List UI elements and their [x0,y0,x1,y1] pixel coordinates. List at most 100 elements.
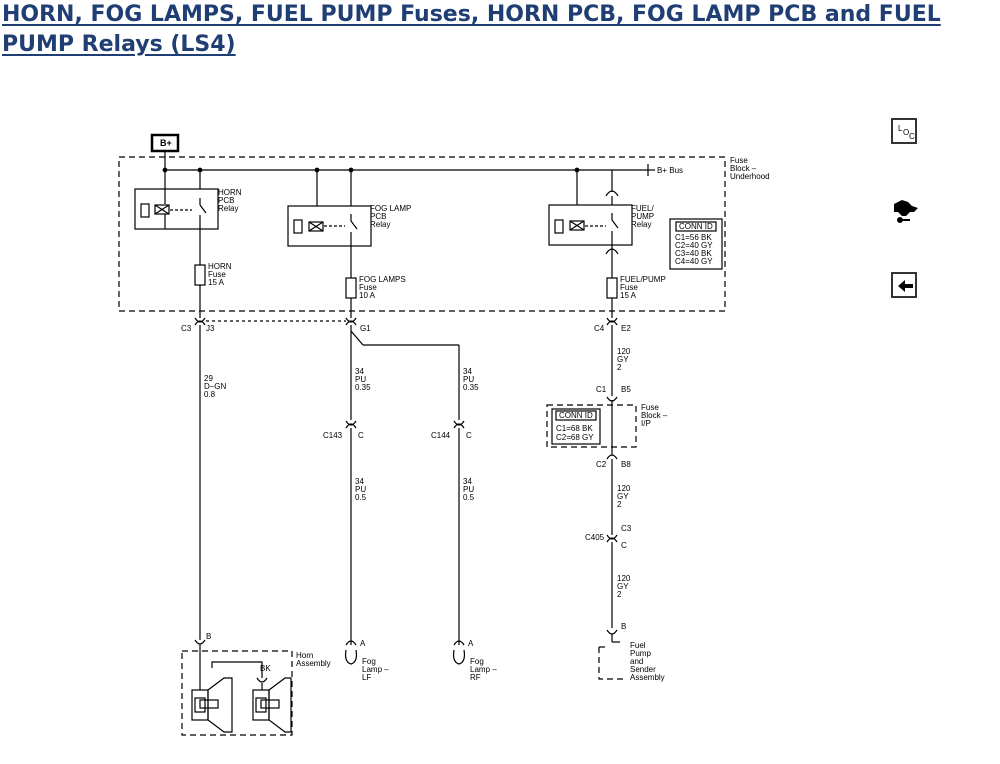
wire-fuel-3c: 2 [617,590,622,599]
fuse-block-underhood-outline [118,156,726,312]
fuse-block-underhood-3: Underhood [730,172,770,181]
conn-id-2-line-2: C2=68 GY [556,433,594,442]
wire-fog-lf-2a: 34 [355,477,364,486]
bplus-label: B+ [160,138,172,148]
horn-relay-1: HORN [218,188,242,197]
conn-id-1-line-2: C2=40 GY [675,241,713,250]
label-c144-pin: C [466,431,472,440]
fuse-block-underhood-1: Fuse [730,156,748,165]
component-view-icon[interactable] [890,196,920,226]
fuel-pump-relay [548,204,633,246]
horn-fuse-3: 15 A [208,278,225,287]
wire-fuel-2b: GY [617,492,629,501]
wire-horn-2: D–GN [204,382,226,391]
location-view-icon[interactable]: L O C [891,118,917,144]
conn-id-box-1 [669,218,723,270]
fuel-relay-3: Relay [631,220,651,229]
wire-fog-lf-1c: 0.35 [355,383,371,392]
horn-relay-3: Relay [218,204,238,213]
horn-bk: BK [260,664,271,673]
label-b8: B8 [621,460,631,469]
label-j3: J3 [206,324,215,333]
horn-assembly-outline [181,650,293,736]
label-c144: C144 [431,431,451,440]
fuse-block-ip-2: Block – [641,411,668,420]
fog-lf-1: Fog [362,657,376,666]
svg-text:C: C [909,132,915,141]
label-b5: B5 [621,385,631,394]
fuse-block-underhood-2: Block – [730,164,757,173]
fog-relay-3: Relay [370,220,390,229]
conn-id-1-line-4: C4=40 GY [675,257,713,266]
fuse-block-ip-1: Fuse [641,403,659,412]
back-arrow-icon[interactable] [891,272,917,298]
fog-lf-2: Lamp – [362,665,389,674]
fuel-pump-3: and [630,657,643,666]
fuel-fuse-3: 15 A [620,291,637,300]
fuel-pin-b: B [621,622,626,631]
fog-rf-2: Lamp – [470,665,497,674]
wire-fuel-2c: 2 [617,500,622,509]
wire-fog-lf-1b: PU [355,375,366,384]
fuel-fuse-2: Fuse [620,283,638,292]
svg-text:L: L [898,124,903,133]
fog-fuse-3: 10 A [359,291,376,300]
label-e2: E2 [621,324,631,333]
horn-assembly-1: Horn [296,651,313,660]
wire-fog-lf-2b: PU [355,485,366,494]
wire-fog-rf-2c: 0.5 [463,493,475,502]
label-c405-c3: C3 [621,524,632,533]
wire-fog-rf-1c: 0.35 [463,383,479,392]
svg-text:O: O [903,128,909,137]
wire-fuel-1b: GY [617,355,629,364]
fog-rf-3: RF [470,673,481,682]
wire-fuel-3a: 120 [617,574,631,583]
horn-relay [134,188,219,230]
fuel-pump-5: Assembly [630,673,665,682]
label-c405: C405 [585,533,605,542]
label-c1: C1 [596,385,607,394]
fuse-block-ip-3: I/P [641,419,651,428]
fuel-relay-1: FUEL/ [631,204,654,213]
horn-relay-2: PCB [218,196,234,205]
wire-horn-1: 29 [204,374,213,383]
fog-rf-pin: A [468,639,474,648]
wire-fuel-3b: GY [617,582,629,591]
label-c143-pin: C [358,431,364,440]
wire-fog-lf-2c: 0.5 [355,493,367,502]
fuel-pump-1: Fuel [630,641,646,650]
fuel-fuse-1: FUEL/PUMP [620,275,666,284]
horn-fuse-1: HORN [208,262,232,271]
fuel-pump-2: Pump [630,649,651,658]
fog-rf-1: Fog [470,657,484,666]
fog-relay-1: FOG LAMP [370,204,411,213]
wire-horn-3: 0.8 [204,390,216,399]
wire-fog-rf-2a: 34 [463,477,472,486]
fog-lf-3: LF [362,673,371,682]
fog-fuse-2: Fuse [359,283,377,292]
wire-fog-rf-1b: PU [463,375,474,384]
label-c3: C3 [181,324,192,333]
conn-id-2-header: CONN ID [559,411,593,420]
fuel-pump-4: Sender [630,665,656,674]
label-g1: G1 [360,324,371,333]
conn-id-1-line-1: C1=56 BK [675,233,712,242]
conn-id-1-line-3: C3=40 BK [675,249,712,258]
label-c2: C2 [596,460,607,469]
fog-fuse-1: FOG LAMPS [359,275,406,284]
wire-fuel-1a: 120 [617,347,631,356]
conn-id-1-header: CONN ID [679,222,713,231]
wire-fog-rf-2b: PU [463,485,474,494]
bplus-bus-label: B+ Bus [657,166,683,175]
fog-lamp-relay [287,205,372,247]
label-c143: C143 [323,431,343,440]
wire-fuel-1c: 2 [617,363,622,372]
horn-pin-b: B [206,632,211,641]
conn-id-2-line-1: C1=68 BK [556,424,593,433]
horn-assembly-2: Assembly [296,659,331,668]
page-title: HORN, FOG LAMPS, FUEL PUMP Fuses, HORN P… [2,2,941,57]
label-c4: C4 [594,324,605,333]
fuse-block-ip-outline [546,404,637,448]
fog-lf-pin: A [360,639,366,648]
